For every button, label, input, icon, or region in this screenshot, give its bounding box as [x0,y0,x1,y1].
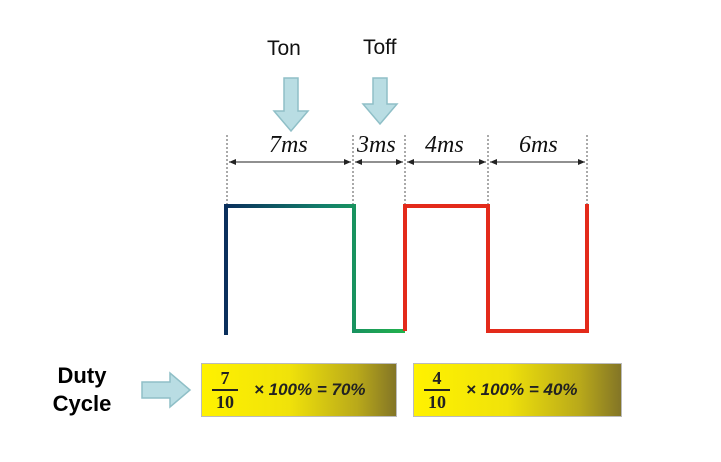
fraction-numerator: 4 [432,368,442,388]
duty-formula-box-2: 4 10 × 100% = 40% [413,363,622,417]
formula-expression: × 100% = 40% [466,380,578,399]
down-arrow-icon [361,77,399,126]
fraction: 7 10 [210,368,240,412]
fraction-numerator: 7 [220,368,230,388]
fraction-denominator: 10 [428,392,446,412]
ton-label: Ton [267,37,301,60]
interval-label-toff-2: 6ms [519,132,558,158]
fraction: 4 10 [422,368,452,412]
fraction-bar [424,389,450,391]
waveform-70-percent [224,204,405,335]
duty-cycle-line1: Duty [57,363,107,388]
duty-cycle-line2: Cycle [52,391,112,416]
fraction-bar [212,389,238,391]
down-arrow-icon [272,77,310,133]
duty-cycle-label: Duty Cycle [38,362,126,418]
interval-label-ton-1: 7ms [269,132,308,158]
formula-expression: × 100% = 70% [254,380,366,399]
time-markers [226,135,588,206]
waveform-40-percent [403,204,589,333]
right-arrow-icon [141,371,192,409]
interval-label-ton-2: 4ms [425,132,464,158]
duty-formula-box-1: 7 10 × 100% = 70% [201,363,397,417]
fraction-denominator: 10 [216,392,234,412]
interval-label-toff-1: 3ms [357,132,396,158]
toff-label: Toff [363,36,397,59]
